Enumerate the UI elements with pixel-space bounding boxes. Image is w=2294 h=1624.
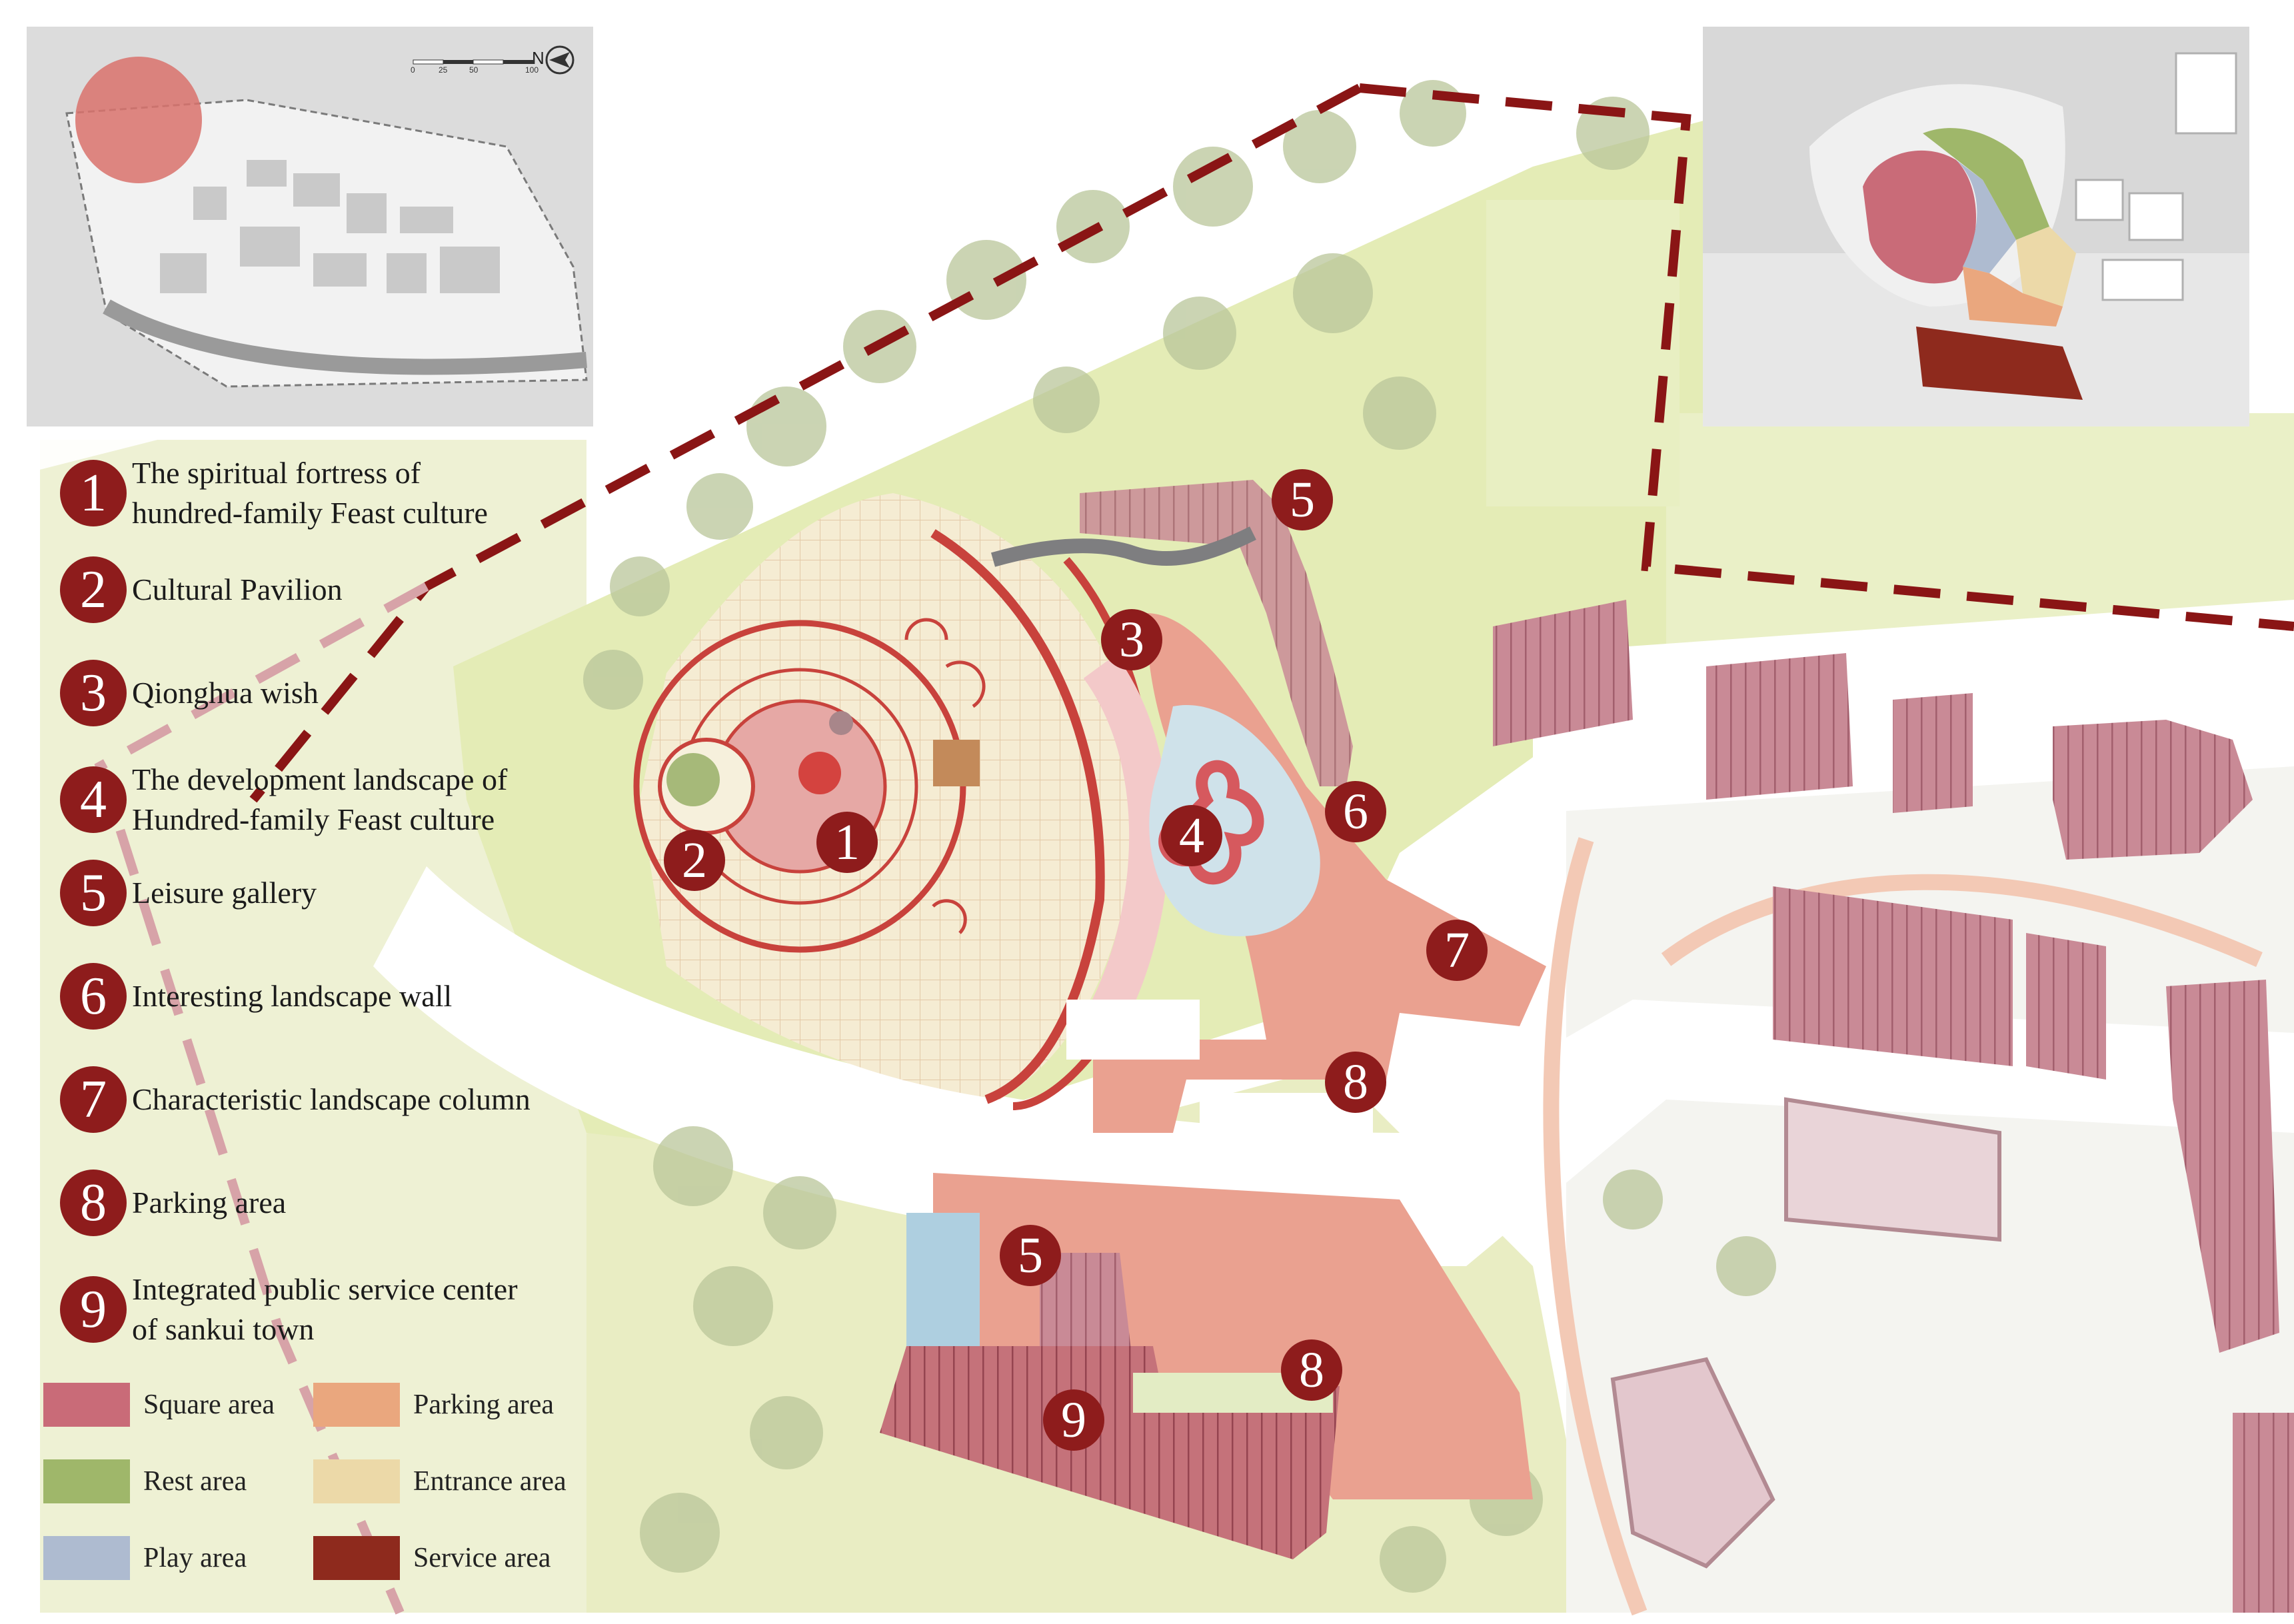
legend-item-2: 2 Cultural Pavilion bbox=[60, 556, 343, 623]
badge-5: 5 bbox=[60, 860, 127, 926]
map-marker-2: 2 bbox=[664, 830, 725, 891]
area-key-play: Play area bbox=[43, 1536, 247, 1580]
legend-item-5: 5 Leisure gallery bbox=[60, 860, 317, 926]
map-marker-5-lower: 5 bbox=[1000, 1225, 1061, 1286]
key-label: Play area bbox=[143, 1543, 247, 1573]
legend-item-4: 4 The development landscape of Hundred-f… bbox=[60, 760, 507, 840]
area-key-square: Square area bbox=[43, 1383, 275, 1427]
badge-7: 7 bbox=[60, 1066, 127, 1133]
legend-text: Characteristic landscape column bbox=[132, 1082, 531, 1116]
legend-text: The development landscape of Hundred-fam… bbox=[132, 760, 507, 840]
map-marker-3: 3 bbox=[1101, 609, 1162, 670]
surrounding-buildings bbox=[1493, 600, 2294, 1613]
map-marker-4: 4 bbox=[1161, 805, 1222, 866]
badge-6: 6 bbox=[60, 963, 127, 1030]
map-marker-7: 7 bbox=[1426, 920, 1488, 981]
badge-4: 4 bbox=[60, 766, 127, 833]
scale-tick-label: 25 bbox=[439, 65, 448, 75]
map-marker-8: 8 bbox=[1325, 1052, 1386, 1113]
scale-tick-label: 50 bbox=[469, 65, 479, 75]
badge-2: 2 bbox=[60, 556, 127, 623]
swatch-play-area bbox=[43, 1536, 130, 1580]
key-label: Entrance area bbox=[413, 1466, 567, 1497]
swatch-rest-area bbox=[43, 1459, 130, 1503]
badge-1: 1 bbox=[60, 460, 127, 526]
legend-text: Interesting landscape wall bbox=[132, 979, 453, 1013]
legend-line: The development landscape of bbox=[132, 762, 508, 796]
legend-item-3: 3 Qionghua wish bbox=[60, 660, 319, 726]
legend-item-8: 8 Parking area bbox=[60, 1170, 286, 1236]
legend-text: The spiritual fortress of hundred-family… bbox=[132, 453, 488, 533]
tree-canopy bbox=[583, 80, 1776, 1593]
key-label: Square area bbox=[143, 1389, 275, 1420]
area-key-entrance: Entrance area bbox=[313, 1459, 567, 1503]
badge-8: 8 bbox=[60, 1170, 127, 1236]
area-key-rest: Rest area bbox=[43, 1459, 247, 1503]
swatch-square-area bbox=[43, 1383, 130, 1427]
legend-text: Qionghua wish bbox=[132, 676, 319, 710]
scale-tick-label: 100 bbox=[525, 65, 539, 75]
scale-bar bbox=[413, 59, 533, 65]
zoning-diagram bbox=[1703, 27, 2249, 426]
legend-line: of sankui town bbox=[132, 1312, 315, 1346]
legend-line: Integrated public service center bbox=[132, 1272, 518, 1306]
swatch-entrance-area bbox=[313, 1459, 400, 1503]
north-label: N bbox=[532, 48, 545, 68]
badge-9: 9 bbox=[60, 1276, 127, 1343]
map-marker-6: 6 bbox=[1325, 781, 1386, 842]
badge-3: 3 bbox=[60, 660, 127, 726]
legend-item-6: 6 Interesting landscape wall bbox=[60, 963, 452, 1030]
key-label: Rest area bbox=[143, 1466, 247, 1497]
map-marker-5: 5 bbox=[1272, 469, 1333, 530]
zoning-diagram-drawing bbox=[1703, 27, 2249, 426]
legend-line: The spiritual fortress of bbox=[132, 456, 421, 490]
key-label: Parking area bbox=[413, 1389, 555, 1420]
legend-line: Hundred-family Feast culture bbox=[132, 802, 495, 836]
swatch-service-area bbox=[313, 1536, 400, 1580]
map-marker-9: 9 bbox=[1043, 1389, 1104, 1451]
north-arrow-icon bbox=[545, 45, 574, 75]
legend-text: Cultural Pavilion bbox=[132, 572, 343, 606]
swatch-parking-area bbox=[313, 1383, 400, 1427]
legend-text: Integrated public service center of sank… bbox=[132, 1269, 518, 1349]
legend-item-9: 9 Integrated public service center of sa… bbox=[60, 1269, 518, 1349]
map-marker-8-lower: 8 bbox=[1281, 1339, 1342, 1401]
legend-item-1: 1 The spiritual fortress of hundred-fami… bbox=[60, 453, 488, 533]
legend-text: Leisure gallery bbox=[132, 876, 317, 910]
area-key-service: Service area bbox=[313, 1536, 551, 1580]
scale-tick-label: 0 bbox=[411, 65, 415, 75]
legend-text: Parking area bbox=[132, 1186, 287, 1219]
map-marker-1: 1 bbox=[816, 812, 878, 873]
legend-line: hundred-family Feast culture bbox=[132, 496, 488, 530]
area-key-parking: Parking area bbox=[313, 1383, 554, 1427]
locator-map-drawing bbox=[27, 27, 593, 426]
leisure-gallery bbox=[906, 480, 1353, 1366]
legend-item-7: 7 Characteristic landscape column bbox=[60, 1066, 531, 1133]
key-label: Service area bbox=[413, 1543, 551, 1573]
locator-map: N 0 25 50 100 bbox=[27, 27, 593, 426]
